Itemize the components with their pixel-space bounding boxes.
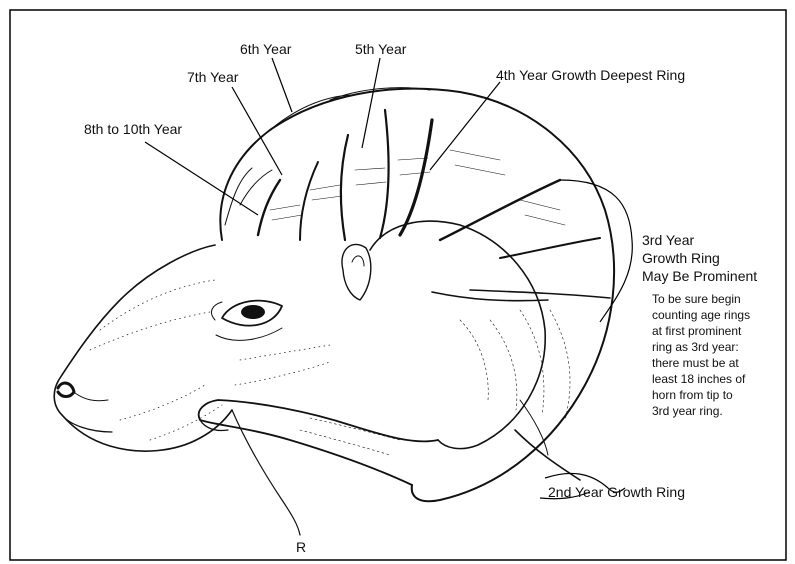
ring-7-year [300,162,318,240]
ring-6-year [341,135,348,240]
note-line: least 18 inches of [652,372,746,386]
note-line: To be sure begin [652,292,741,306]
label-8th-10th-year: 8th to 10th Year [84,121,182,137]
label-7th-year: 7th Year [187,69,239,85]
leader-5th-year [362,58,380,148]
ram-head-illustration [54,244,548,535]
leader-8th-10th-year [145,142,258,215]
note-line: counting age rings [652,308,750,322]
label-6th-year: 6th Year [240,41,292,57]
diagram-border [10,10,786,560]
counting-note: To be sure begin counting age rings at f… [652,292,750,418]
label-3rd-year-line2: Growth Ring [642,250,720,266]
note-line: 3rd year ring. [652,404,723,418]
note-line: ring as 3rd year: [652,340,739,354]
note-line: at first prominent [652,324,742,338]
ring-4-year [400,120,432,235]
leader-4th-year [430,82,500,170]
label-2nd-year: 2nd Year Growth Ring [548,484,685,500]
ring-8-10-year [258,180,280,235]
label-4th-year: 4th Year Growth Deepest Ring [496,67,685,83]
leader-3rd-year-bracket [560,180,632,322]
ring-5-year [380,110,389,238]
leader-6th-year [272,58,292,112]
label-3rd-year-line1: 3rd Year [642,232,694,248]
ring-3-year-a [440,180,560,240]
ring-3-year-b [500,238,600,258]
note-line: there must be at [652,356,739,370]
label-3rd-year-line3: May Be Prominent [642,268,757,284]
leader-lines [145,58,632,499]
label-5th-year: 5th Year [355,41,407,57]
note-line: horn from tip to [652,388,733,402]
artist-signature: R [296,539,306,555]
